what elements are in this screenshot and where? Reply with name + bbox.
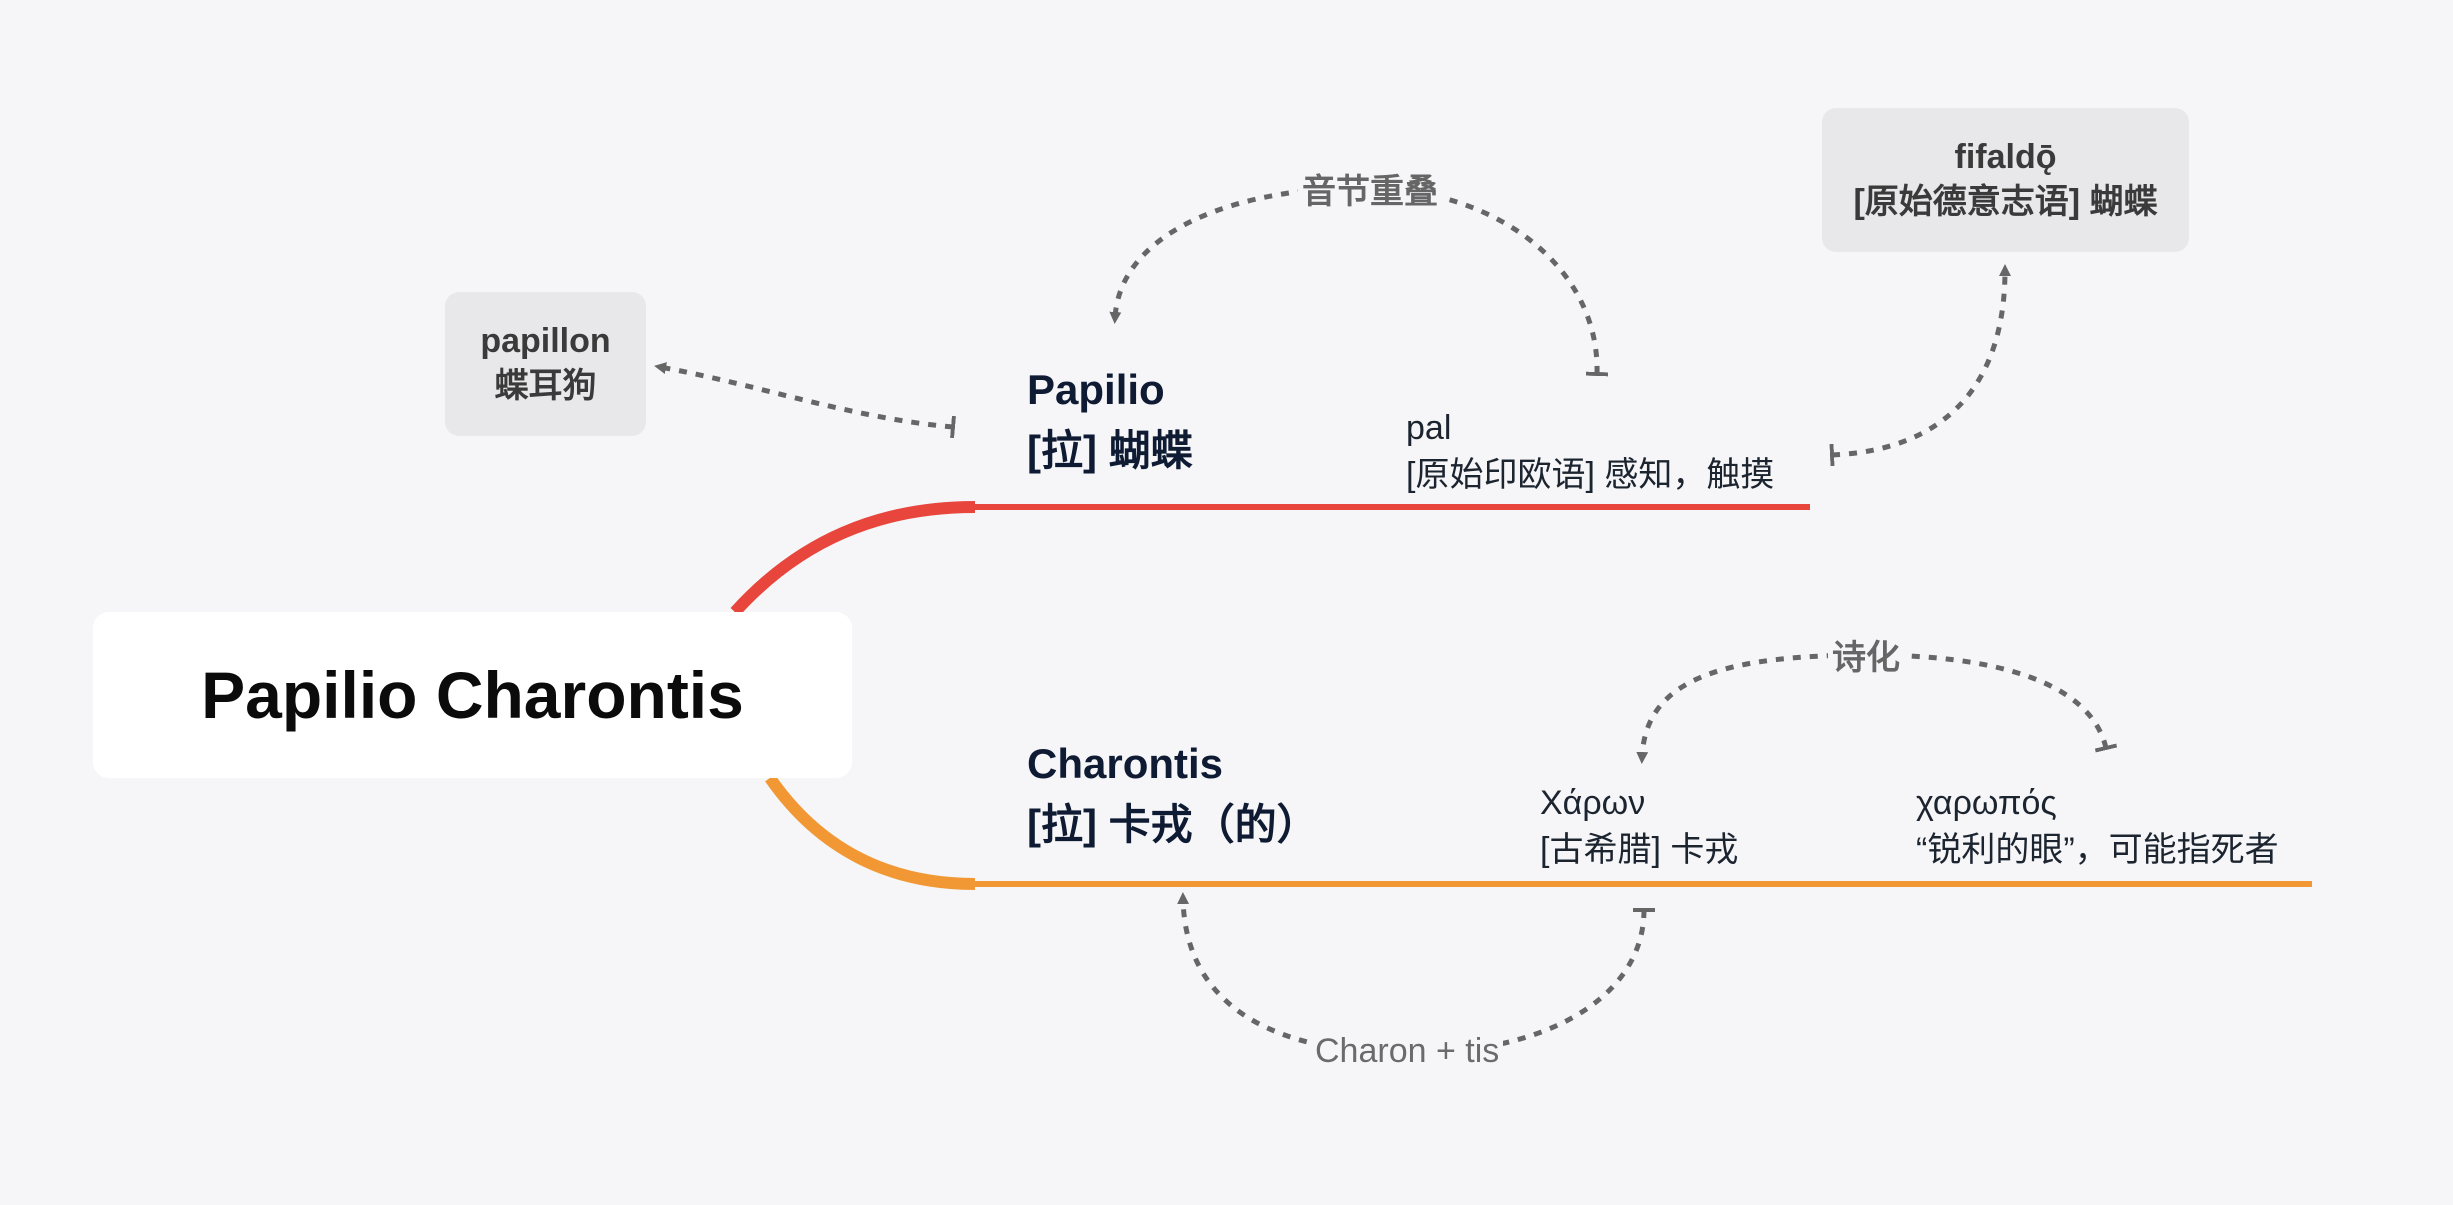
branch-papilio[interactable]: Papilio [拉] 蝴蝶 [1027, 360, 1193, 482]
fifaldo-word: fifaldǭ [1954, 138, 2057, 177]
charopos-meaning: “锐利的眼”，可能指死者 [1916, 830, 2279, 869]
leaf-charon[interactable]: Χάρων [古希腊] 卡戎 [1540, 780, 1738, 873]
branch-line-papilio [732, 504, 1810, 615]
branch-curve-papilio-thick [730, 501, 976, 617]
charopos-word: χαρωπός [1916, 784, 2057, 822]
charon-meaning: [古希腊] 卡戎 [1540, 830, 1739, 869]
relation-pal-fifaldo [1829, 264, 2011, 467]
branch-curve-charontis-thick [765, 774, 976, 890]
papilio-meaning: [拉] 蝴蝶 [1027, 426, 1193, 474]
leaf-pal[interactable]: pal [原始印欧语] 感知，触摸 [1406, 405, 1774, 498]
leaf-charopos[interactable]: χαρωπός “锐利的眼”，可能指死者 [1916, 780, 2279, 873]
relation-charon-tis [1177, 892, 1656, 1056]
relation-yinjie [1109, 185, 1609, 377]
pal-word: pal [1406, 409, 1452, 447]
pal-meaning: [原始印欧语] 感知，触摸 [1406, 455, 1775, 494]
papillon-meaning: 蝶耳狗 [494, 367, 597, 405]
charon-word: Χάρων [1540, 784, 1646, 822]
papillon-word: papillon [480, 322, 611, 361]
relationship-label-shihua[interactable]: 诗化 [1828, 638, 1904, 679]
charontis-meaning: [拉] 卡戎（的） [1027, 800, 1319, 848]
branch-charontis[interactable]: Charontis [拉] 卡戎（的） [1027, 734, 1319, 856]
papilio-word: Papilio [1027, 366, 1165, 413]
box-fifaldo[interactable]: fifaldǭ [原始德意志语] 蝴蝶 [1822, 108, 2189, 252]
relation-shihua [1636, 652, 2118, 764]
relation-papilio-papillon [654, 362, 956, 439]
box-papillon[interactable]: papillon 蝶耳狗 [445, 292, 646, 436]
relationship-label-charon-tis[interactable]: Charon + tis [1311, 1031, 1504, 1072]
fifaldo-meaning: [原始德意志语] 蝴蝶 [1853, 183, 2158, 221]
relationship-label-yinjie[interactable]: 音节重叠 [1298, 172, 1442, 213]
charontis-word: Charontis [1027, 740, 1224, 787]
central-topic[interactable]: Papilio Charontis [93, 612, 852, 778]
central-topic-title: Papilio Charontis [201, 658, 744, 732]
